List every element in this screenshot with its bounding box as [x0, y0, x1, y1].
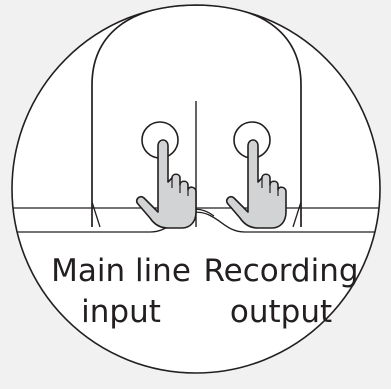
right-bevel — [292, 201, 302, 228]
recording-output-label: Recording output — [191, 256, 371, 328]
main-line-input-line1: Main line — [51, 253, 191, 289]
recording-output-line2: output — [229, 294, 333, 330]
main-line-input-label: Main line input — [46, 256, 196, 328]
left-bevel — [91, 201, 101, 228]
pointing-hand-icon — [225, 139, 287, 229]
device-housing — [91, 5, 302, 227]
recording-output-line1: Recording — [203, 253, 359, 289]
main-line-input-line2: input — [81, 294, 161, 330]
pointing-hand-icon — [135, 139, 197, 229]
